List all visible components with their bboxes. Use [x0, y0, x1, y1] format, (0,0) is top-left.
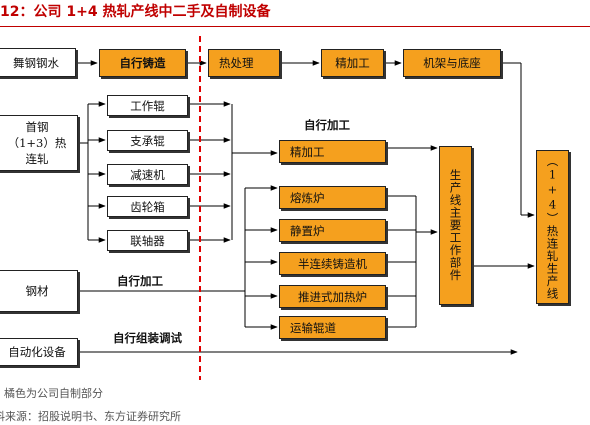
box-frame-base: 机架与底座: [403, 49, 501, 77]
box-melting-furnace: 熔炼炉: [279, 186, 386, 209]
box-shougang-mill: 首钢（1+3）热连轧: [0, 115, 78, 171]
source-note: 料来源：招股说明书、东方证券研究所: [0, 410, 181, 423]
label-self-assembly: 自行组装调试: [113, 331, 182, 345]
box-roller-table: 运输辊道: [279, 316, 386, 339]
box-pusher-furnace: 推进式加热炉: [279, 285, 386, 308]
figure-title: 12：公司 1+4 热轧产线中二手及自制设备: [0, 4, 271, 20]
box-automation-equipment: 自动化设备: [0, 338, 78, 366]
box-coupling: 联轴器: [107, 230, 188, 251]
production-line-parts-label: 生产线主要工作部件: [448, 169, 463, 282]
box-final-hot-rolling-line: （1+4）热连轧生产线: [536, 150, 569, 304]
final-line-label: （1+4）热连轧生产线: [545, 154, 560, 300]
box-gearbox: 齿轮箱: [107, 196, 188, 217]
box-finishing-top: 精加工: [321, 49, 384, 77]
box-heat-treatment: 热处理: [208, 49, 280, 77]
box-holding-furnace: 静置炉: [279, 219, 386, 242]
box-semi-continuous-caster: 半连续铸造机: [279, 252, 386, 275]
box-wugang-steel: 舞钢钢水: [0, 48, 76, 77]
box-self-casting: 自行铸造: [99, 49, 186, 77]
title-underline: [0, 26, 590, 27]
legend-note: 橘色为公司自制部分: [4, 387, 103, 400]
box-production-line-parts: 生产线主要工作部件: [439, 146, 472, 305]
box-finishing-mid: 精加工: [279, 140, 386, 163]
box-reducer: 减速机: [107, 164, 188, 185]
box-backup-roll: 支承辊: [107, 130, 188, 151]
box-work-roll: 工作辊: [107, 95, 188, 116]
label-self-processing-1: 自行加工: [304, 118, 350, 132]
label-self-processing-2: 自行加工: [117, 274, 163, 288]
box-steel: 钢材: [0, 270, 78, 312]
